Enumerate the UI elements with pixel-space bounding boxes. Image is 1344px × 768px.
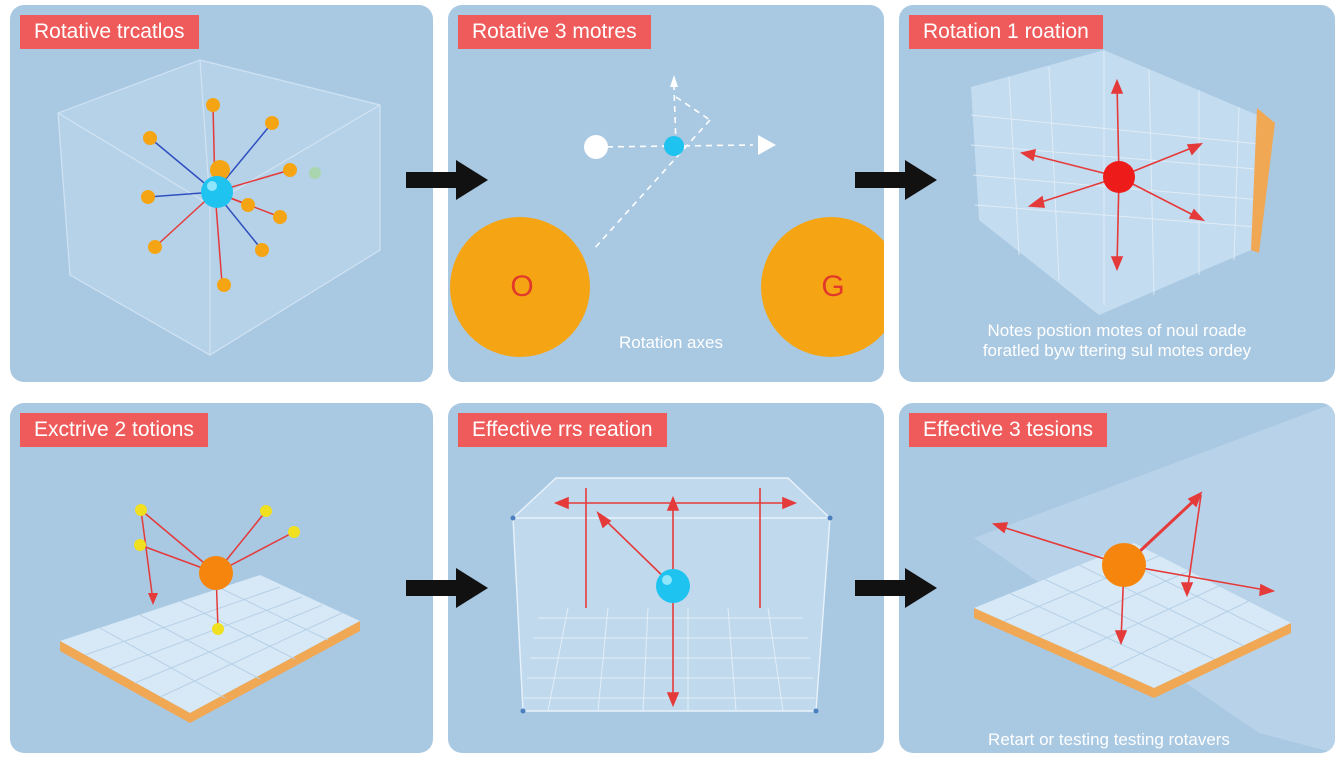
box-axes-illustration — [510, 477, 833, 714]
flow-arrow-right-icon — [855, 568, 937, 608]
tile-platform-illustration — [60, 504, 360, 723]
panel-title: Effective 3 tesions — [909, 413, 1108, 447]
panel-rotative-3-motres: Rotative 3 motres O G Rotation axes — [448, 5, 884, 382]
panel-exctrive-2-totions: Exctrive 2 totions — [10, 403, 433, 753]
panel-title: Effective rrs reation — [458, 413, 667, 447]
letter-o-label: O — [510, 270, 534, 303]
panel-caption-line-1: Notes postion motes of noul roade — [987, 321, 1247, 340]
flow-arrow-right-icon — [406, 568, 488, 608]
panel-title: Rotation 1 roation — [909, 15, 1103, 49]
panel-title: Rotative trcatlos — [20, 15, 199, 49]
panel-caption-line-2: foratled byw ttering sul motes ordey — [982, 341, 1252, 360]
panel-effective-3-tesions: Effective 3 tesions Retart or testing te… — [899, 403, 1335, 753]
flow-arrow-right-icon — [406, 160, 488, 200]
panel-title: Exctrive 2 totions — [20, 413, 208, 447]
platform-vectors-illustration — [974, 403, 1335, 753]
panel-caption: Retart or testing testing rotavers — [988, 730, 1230, 749]
panel-caption: Rotation axes — [619, 333, 723, 352]
rotation-axes-illustration — [450, 75, 884, 357]
panel-title: Rotative 3 motres — [458, 15, 651, 49]
panel-rotation-1-roation: Rotation 1 roation Notes postion motes o… — [899, 5, 1335, 382]
panel-effective-rrs-reation: Effective rrs reation — [448, 403, 884, 753]
molecule-cube-illustration — [57, 59, 381, 356]
panel-rotative-trcatlos: Rotative trcatlos — [10, 5, 433, 382]
letter-g-label: G — [821, 270, 845, 303]
wall-arrows-illustration — [970, 50, 1275, 315]
flow-arrow-right-icon — [855, 160, 937, 200]
